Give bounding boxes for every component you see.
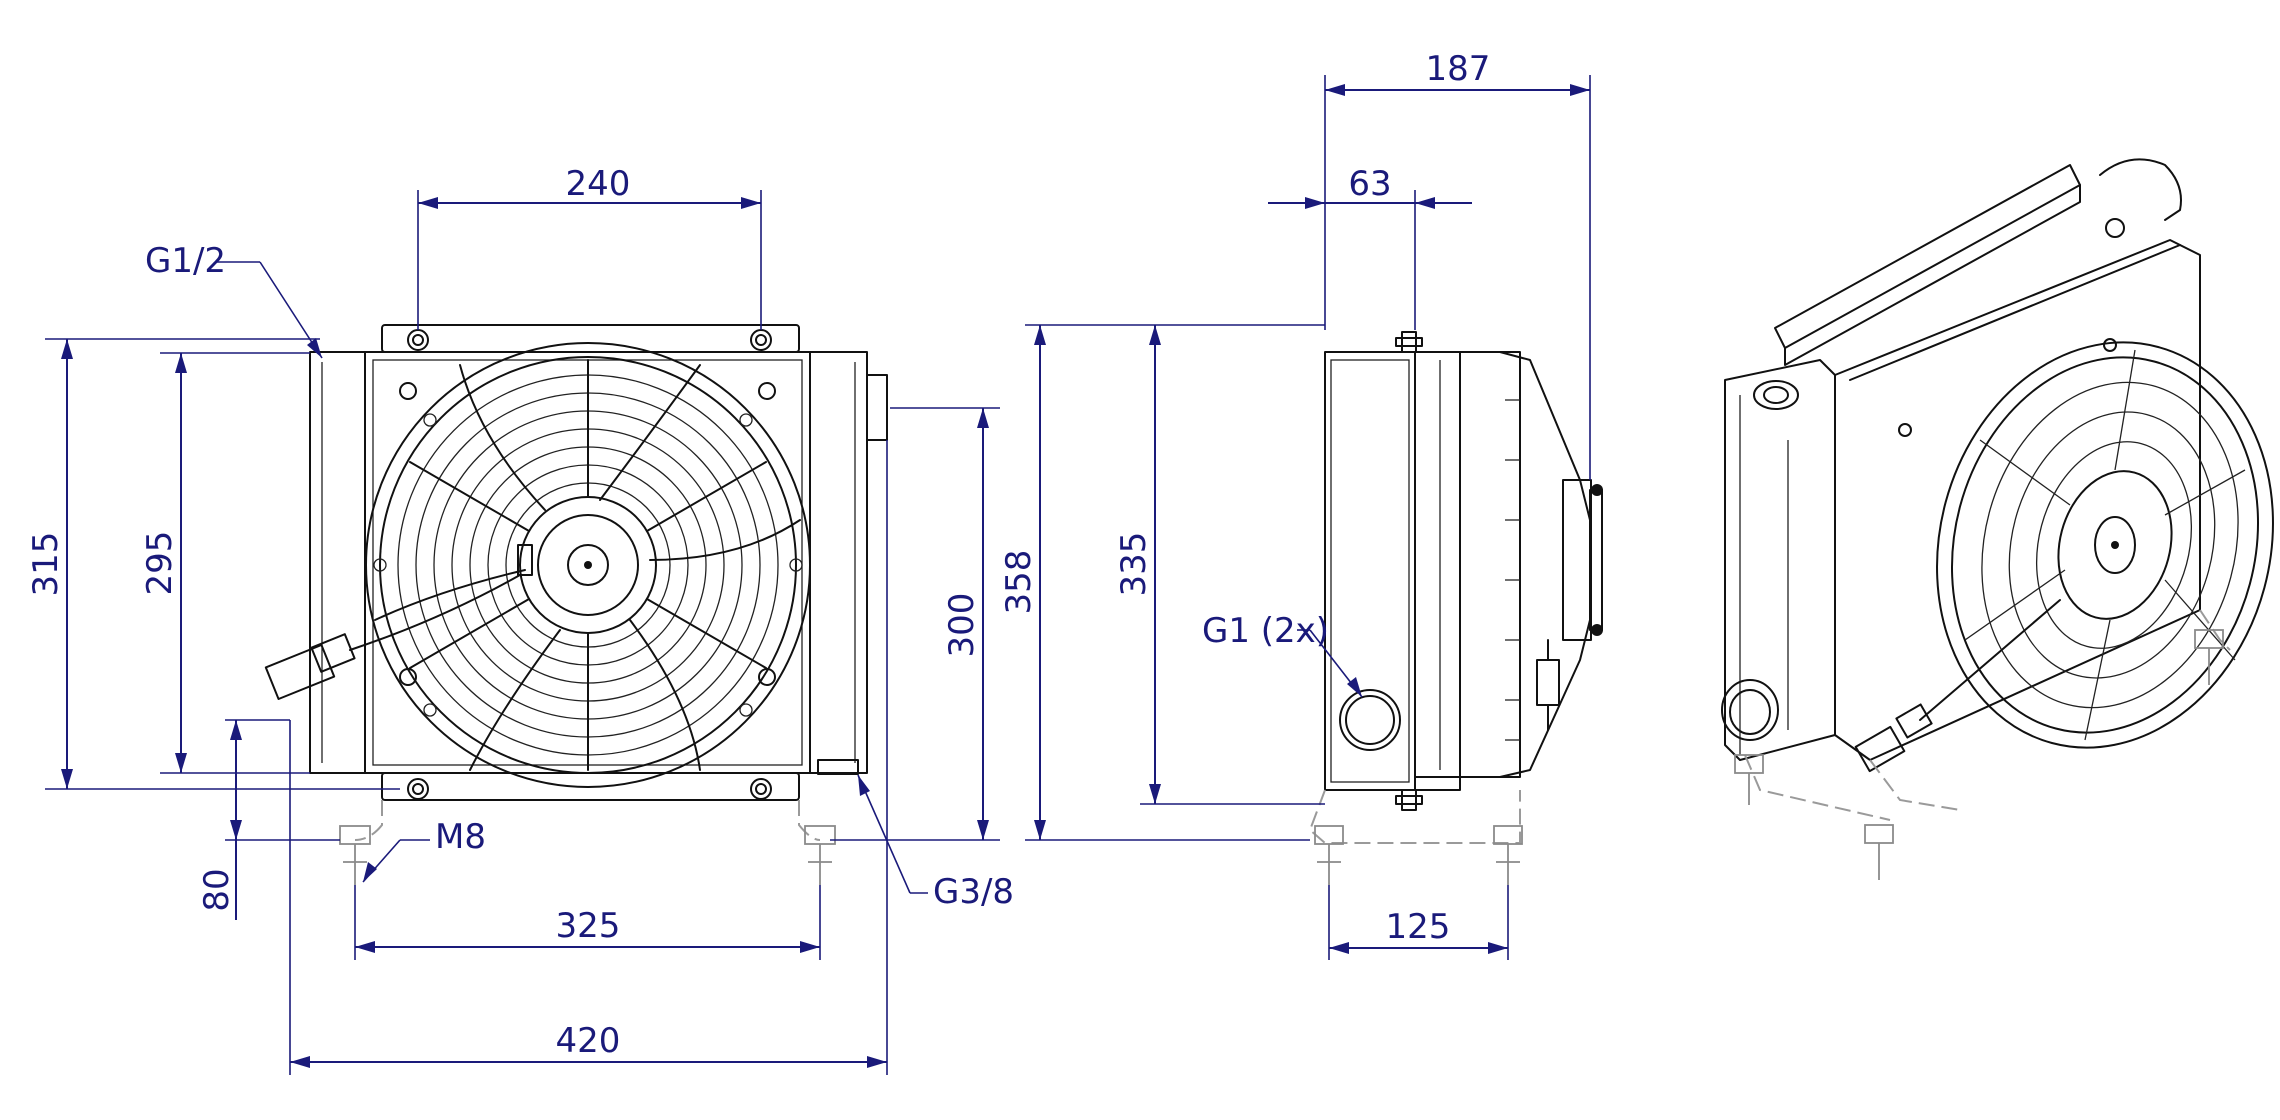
dim-foot-height: 80: [197, 868, 237, 911]
front-foot-right: [798, 800, 836, 885]
dim-overall-height: 315: [26, 532, 66, 597]
side-view: [1308, 331, 1603, 885]
callout-port-thread: G1 (2x): [1202, 611, 1329, 651]
front-dimensions: 240 315 295 80 300 325: [26, 164, 1014, 1075]
dim-overall-width: 420: [556, 1021, 621, 1061]
dim-side-offset: 63: [1348, 164, 1391, 204]
dim-side-core-height: 335: [1114, 532, 1154, 597]
front-view: [264, 324, 888, 885]
front-foot-left: [339, 800, 383, 885]
dim-side-depth: 187: [1426, 49, 1491, 89]
dim-side-foot-spacing: 125: [1386, 907, 1451, 947]
dim-side-overall-height: 358: [999, 550, 1039, 615]
dim-core-height: 295: [140, 531, 180, 596]
side-dimensions: 187 63 358 335 125 G1 (2x): [999, 49, 1591, 960]
callout-drain-thread: G3/8: [933, 872, 1014, 912]
callout-inlet-thread: G1/2: [145, 241, 226, 281]
dim-top-hole-spacing: 240: [566, 164, 631, 204]
dim-foot-spacing: 325: [556, 906, 621, 946]
isometric-view: [1721, 158, 2274, 880]
callout-mount-thread: M8: [435, 817, 486, 857]
dim-right-height: 300: [942, 593, 982, 658]
